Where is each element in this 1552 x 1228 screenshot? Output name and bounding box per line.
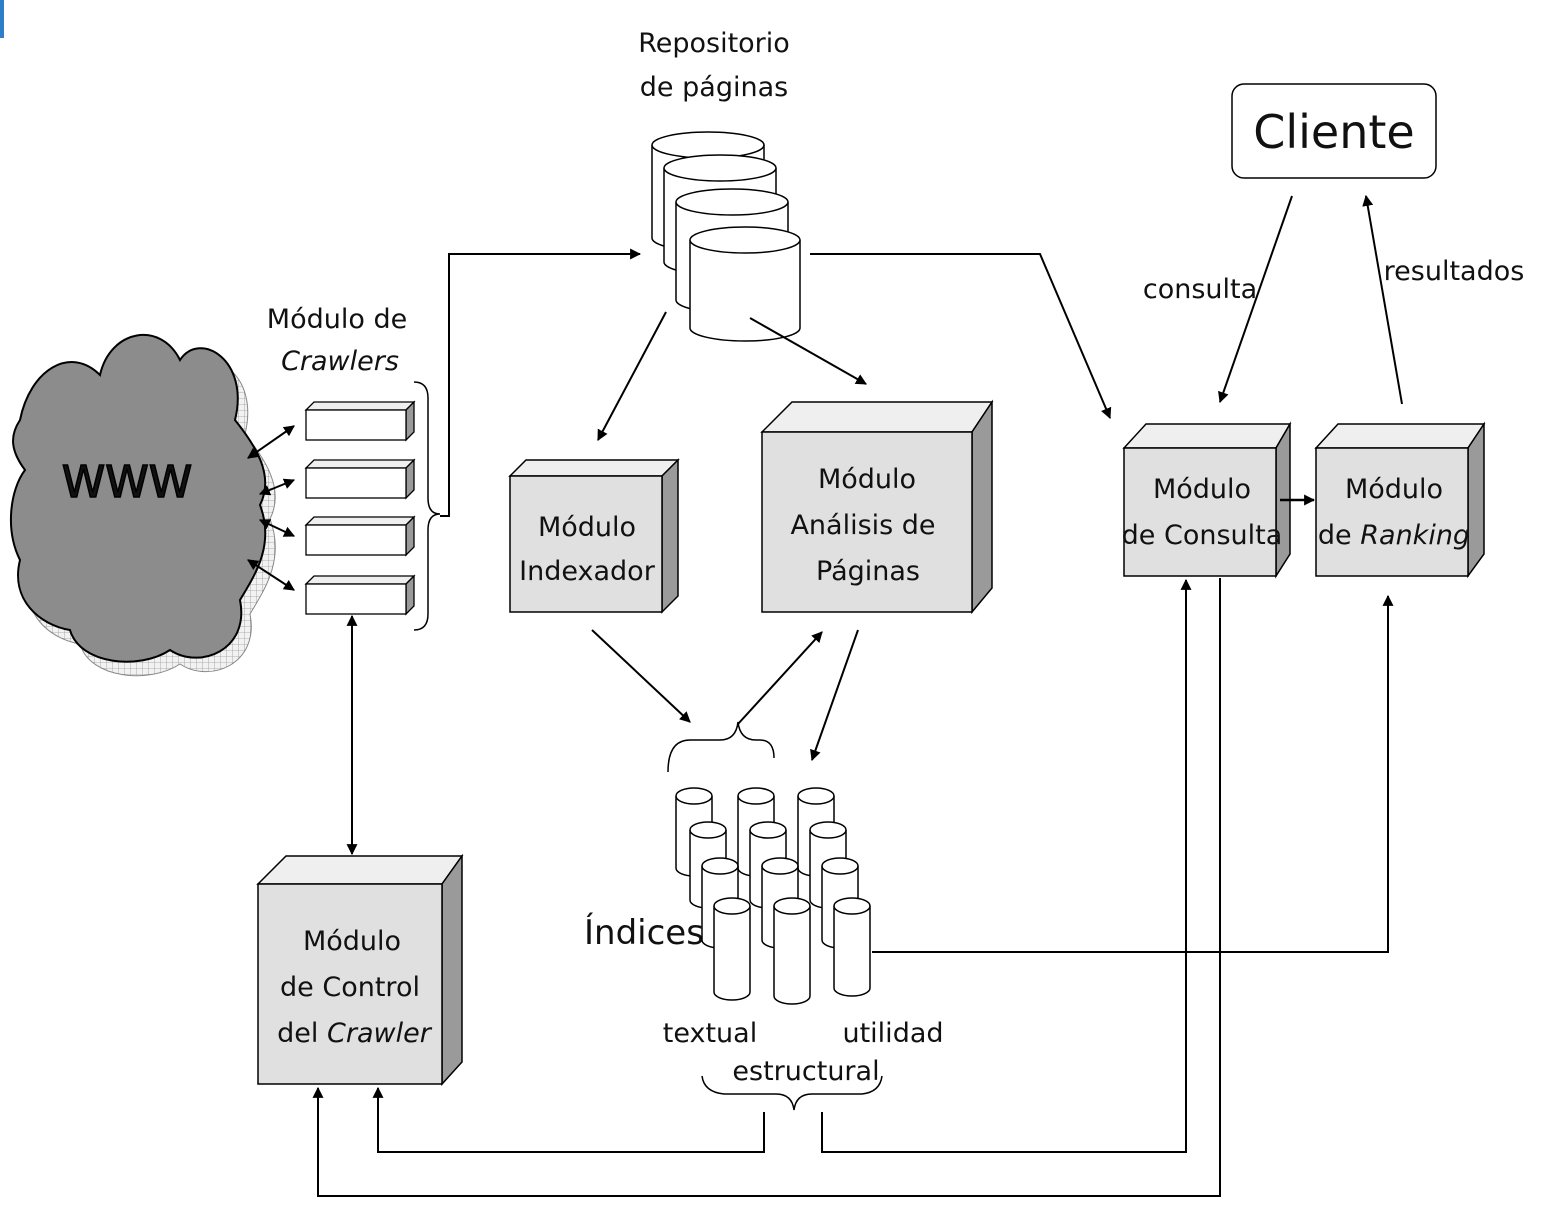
analisis-label-line3: Páginas <box>816 556 920 587</box>
arrow-ranking-to-cliente <box>1362 194 1403 405</box>
arrow-cliente-to-consulta <box>1218 195 1293 404</box>
analisis-module: Módulo Análisis de Páginas <box>760 399 994 615</box>
analisis-label-line2: Análisis de <box>790 510 935 541</box>
indexador-label-line2: Indexador <box>519 556 656 587</box>
consulta-label-line1: Módulo <box>1153 474 1251 505</box>
index-cylinder <box>773 897 811 1005</box>
ranking-module: Módulo de Ranking <box>1314 421 1486 579</box>
repo-title-line1: Repositorio <box>638 28 790 59</box>
control-label-line3: del Crawler <box>277 1018 433 1049</box>
edge-accent-top <box>0 0 4 38</box>
index-cylinders <box>675 787 871 1005</box>
indexador-label-line1: Módulo <box>538 512 636 543</box>
indices-label: Índices <box>584 912 704 953</box>
arrow-repo-to-analisis <box>749 317 867 385</box>
arrow-indices-to-control <box>372 1086 765 1153</box>
arrow-analisis-to-indices <box>810 629 859 762</box>
crawler-unit <box>304 574 416 616</box>
indexador-module: Módulo Indexador <box>508 458 680 614</box>
consulta-label-line2: de Consulta <box>1122 520 1283 551</box>
arrow-indices-to-ranking <box>872 594 1394 953</box>
index-label-utilidad: utilidad <box>842 1018 943 1049</box>
resultados-edge-label: resultados <box>1384 256 1525 287</box>
arrow-consulta-to-control <box>312 578 1221 1197</box>
crawler-units <box>304 400 416 616</box>
indices-top-brace <box>667 721 775 773</box>
cliente-node: Cliente <box>1231 83 1437 179</box>
index-label-estructural: estructural <box>732 1056 879 1087</box>
www-cloud: WWW <box>9 333 276 677</box>
analisis-label-line1: Módulo <box>818 464 916 495</box>
arrow-crawlers-to-repo <box>440 248 642 517</box>
control-label-line1: Módulo <box>303 926 401 957</box>
crawlers-title-line1: Módulo de <box>267 304 407 335</box>
control-label-line2: de Control <box>280 972 420 1003</box>
cliente-label: Cliente <box>1253 105 1414 159</box>
arrow-repo-to-indexador <box>597 311 667 441</box>
repo-title-line2: de páginas <box>640 72 788 103</box>
crawler-unit <box>304 515 416 557</box>
arrow-indexador-to-indices <box>591 629 691 723</box>
repo-cylinder <box>689 226 801 342</box>
index-label-textual: textual <box>663 1018 757 1049</box>
crawlers-brace <box>413 381 441 631</box>
arrow-indices-to-analisis <box>737 631 823 725</box>
repository-cylinders <box>651 131 801 342</box>
arrow-repo-to-consulta <box>810 253 1112 420</box>
ranking-label-line1: Módulo <box>1345 474 1443 505</box>
ranking-label-line2: de Ranking <box>1318 520 1470 551</box>
consulta-module: Módulo de Consulta <box>1122 421 1292 579</box>
crawler-unit <box>304 400 416 442</box>
crawler-unit <box>304 458 416 500</box>
crawlers-title-line2: Crawlers <box>281 346 399 377</box>
arrow-indices-to-consulta <box>821 578 1192 1153</box>
index-cylinder <box>713 897 751 1001</box>
www-crawler-arrows <box>247 425 296 591</box>
index-cylinder <box>833 897 871 997</box>
consulta-edge-label: consulta <box>1143 274 1257 305</box>
control-module: Módulo de Control del Crawler <box>256 853 464 1086</box>
www-label: WWW <box>62 457 193 508</box>
indices-bottom-brace <box>701 1075 883 1111</box>
